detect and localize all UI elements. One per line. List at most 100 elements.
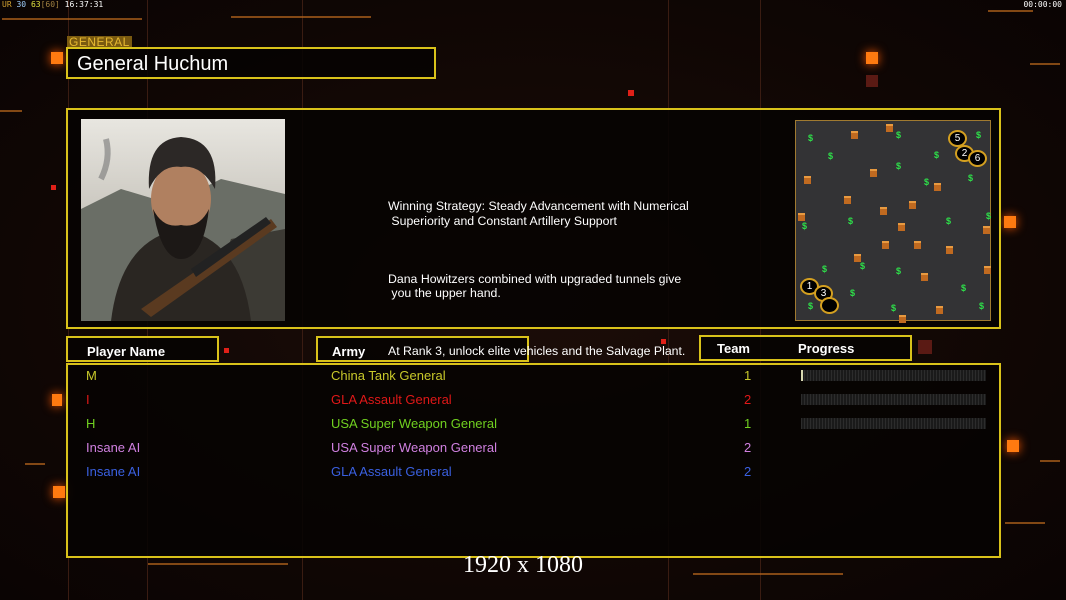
supply-dock-icon: $ [976,130,982,140]
supply-dock-icon: $ [860,261,866,271]
player-team[interactable]: 2 [744,440,752,455]
start-position[interactable]: 6 [968,150,987,167]
fps-value: 30 [16,0,27,9]
supply-dock-icon: $ [924,177,930,187]
tech-building-icon [851,131,858,139]
tech-building-icon [921,273,928,281]
dark-square [866,75,878,87]
tech-building-icon [936,306,943,314]
glow-square [866,52,878,64]
progress-fill [801,370,803,381]
glow-square [53,486,65,498]
supply-dock-icon: $ [979,301,985,311]
header-label: Player Name [87,344,166,359]
bg-line [1030,63,1060,65]
tech-building-icon [934,183,941,191]
bg-line [231,16,371,18]
description-paragraph: Dana Howitzers combined with upgraded tu… [388,271,682,301]
fps-cap: [60] [40,0,60,9]
supply-dock-icon: $ [808,133,814,143]
progress-bar [801,418,986,429]
header-label: Army [332,344,366,359]
player-team[interactable]: 1 [744,416,752,431]
start-position[interactable] [820,297,839,314]
tech-building-icon [914,241,921,249]
supply-dock-icon: $ [934,150,940,160]
dark-square [918,340,932,354]
description-paragraph: Winning Strategy: Steady Advancement wit… [388,199,689,228]
player-army[interactable]: GLA Assault General [331,392,452,407]
player-name: M [86,368,97,383]
progress-bar [801,394,986,405]
tech-building-icon [909,201,916,209]
player-army[interactable]: GLA Assault General [331,464,452,479]
tech-building-icon [983,226,990,234]
general-portrait [81,119,285,321]
general-description: Winning Strategy: Steady Advancement wit… [388,170,689,402]
supply-dock-icon: $ [808,301,814,311]
supply-dock-icon: $ [896,161,902,171]
tech-building-icon [882,241,889,249]
fps-value: 63 [30,0,41,9]
player-army[interactable]: China Tank General [331,368,446,383]
player-row[interactable]: Insane AI GLA Assault General 2 [68,462,999,484]
player-team[interactable]: 2 [744,464,752,479]
general-name: General Huchum [77,53,229,75]
bg-line [0,110,22,112]
player-team[interactable]: 2 [744,392,752,407]
tech-building-icon [804,176,811,184]
supply-dock-icon: $ [828,151,834,161]
player-name: H [86,416,96,431]
fps-label: UR [2,0,12,9]
supply-dock-icon: $ [891,303,897,313]
bg-line [1005,522,1045,524]
player-row[interactable]: Insane AI USA Super Weapon General 2 [68,438,999,460]
bg-line [693,573,843,575]
tech-building-icon [870,169,877,177]
bg-line [1040,460,1060,462]
player-row[interactable]: I GLA Assault General 2 [68,390,999,412]
tech-building-icon [844,196,851,204]
glow-square [51,52,63,64]
tech-building-icon [854,254,861,262]
general-title-box: General Huchum [66,47,436,79]
column-header-army[interactable]: Army [316,336,529,362]
tech-building-icon [880,207,887,215]
glow-square [52,394,62,406]
fps-readout: UR 30 63[60] 16:37:31 [2,0,103,9]
tech-building-icon [946,246,953,254]
supply-dock-icon: $ [946,216,952,226]
game-timer: 00:00:00 [1023,0,1062,9]
supply-dock-icon: $ [961,283,967,293]
header-label-progress: Progress [798,341,855,356]
red-square [661,339,666,344]
player-row[interactable]: H USA Super Weapon General 1 [68,414,999,436]
bg-line [988,10,1033,12]
column-header-team-progress[interactable]: Team Progress [699,335,912,361]
player-name: I [86,392,90,407]
column-header-player-name[interactable]: Player Name [66,336,219,362]
player-name: Insane AI [86,440,141,455]
player-army[interactable]: USA Super Weapon General [331,416,497,431]
supply-dock-icon: $ [896,266,902,276]
resolution-label: 1920 x 1080 [463,552,583,578]
player-team[interactable]: 1 [744,368,752,383]
red-square [628,90,634,96]
tech-building-icon [898,223,905,231]
tech-building-icon [984,266,991,274]
player-row[interactable]: M China Tank General 1 [68,366,999,388]
clock: 16:37:31 [64,0,104,9]
supply-dock-icon: $ [848,216,854,226]
glow-square [1004,216,1016,228]
general-tag: GENERAL [67,35,132,49]
description-paragraph: At Rank 3, unlock elite vehicles and the… [388,344,686,358]
bg-line [25,463,45,465]
red-square [224,348,229,353]
tech-building-icon [798,213,805,221]
bg-line [148,563,288,565]
supply-dock-icon: $ [850,288,856,298]
player-army[interactable]: USA Super Weapon General [331,440,497,455]
